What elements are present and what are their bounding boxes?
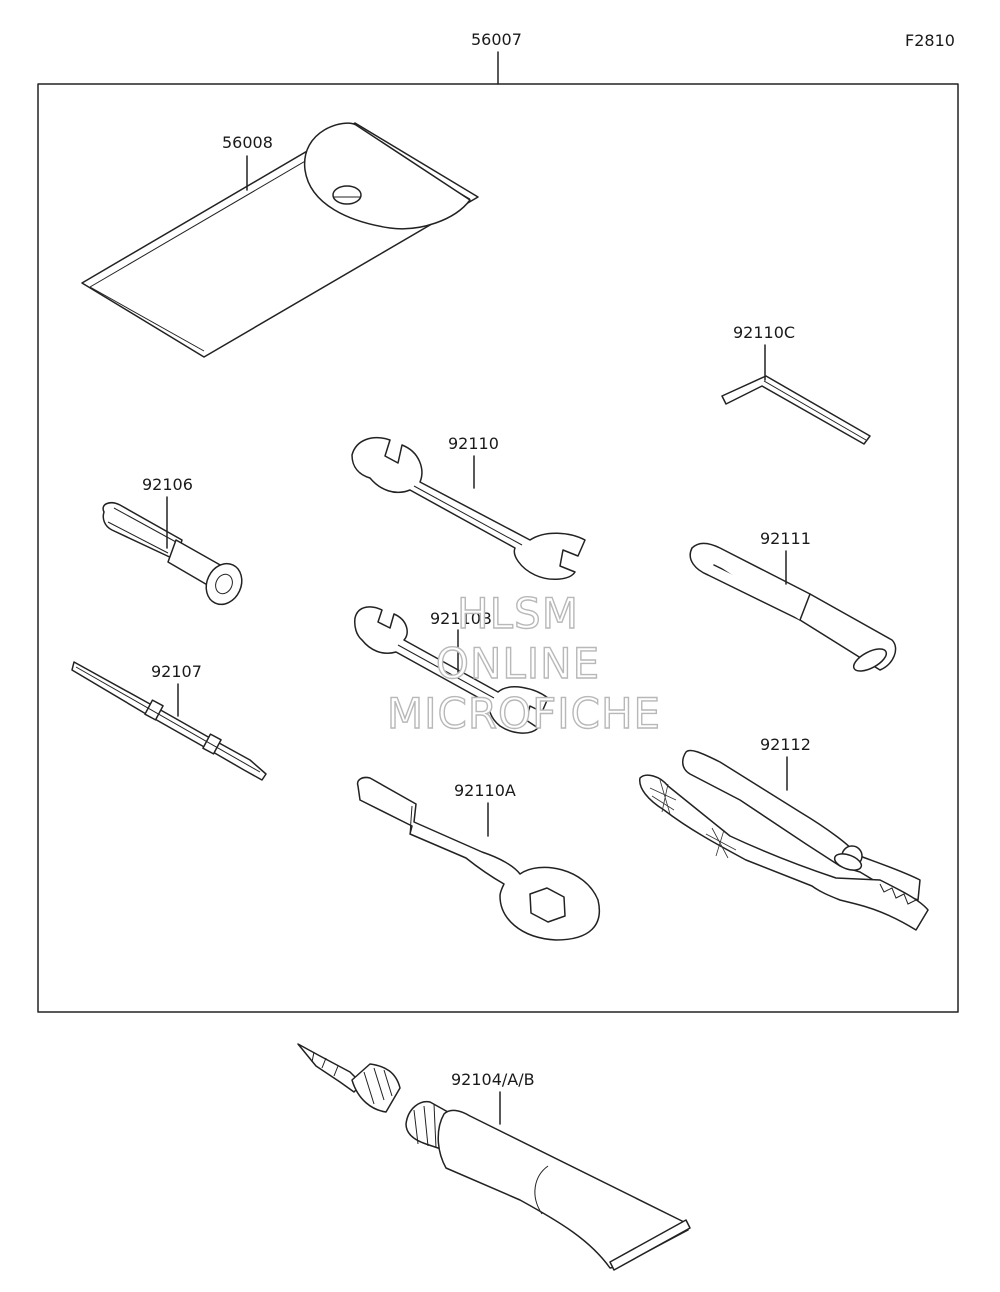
pipe-92111[interactable] — [689, 542, 897, 675]
screwdriver-92107[interactable] — [71, 661, 267, 781]
label-92110A[interactable]: 92110A — [454, 781, 516, 800]
box-wrench-92110A[interactable] — [356, 776, 601, 941]
label-56007[interactable]: 56007 — [471, 30, 522, 49]
repair-kit-92104[interactable] — [297, 1043, 691, 1271]
watermark-line-3: MICROFICHE — [387, 689, 661, 738]
pliers-92112[interactable] — [639, 749, 929, 931]
watermark: HLSM ONLINE MICROFICHE — [386, 588, 661, 738]
spark-plug-wrench-92106[interactable] — [102, 502, 248, 610]
tool-case-56008[interactable] — [81, 122, 479, 358]
label-92110C[interactable]: 92110C — [733, 323, 795, 342]
label-92111[interactable]: 92111 — [760, 529, 811, 548]
label-56008[interactable]: 56008 — [222, 133, 273, 152]
kit-frame — [37, 83, 959, 1013]
hex-key-92110C[interactable] — [721, 375, 871, 445]
wrench-small-92110B[interactable] — [354, 606, 549, 734]
label-92112[interactable]: 92112 — [760, 735, 811, 754]
watermark-line-2: ONLINE — [436, 639, 600, 688]
wrench-92110[interactable] — [351, 436, 586, 580]
label-92107[interactable]: 92107 — [151, 662, 202, 681]
label-92104[interactable]: 92104/A/B — [451, 1070, 535, 1089]
label-92110[interactable]: 92110 — [448, 434, 499, 453]
figure-code: F2810 — [905, 31, 955, 50]
label-92106[interactable]: 92106 — [142, 475, 193, 494]
label-92110B[interactable]: 92110B — [430, 609, 492, 628]
watermark-line-1: HLSM — [457, 589, 579, 638]
